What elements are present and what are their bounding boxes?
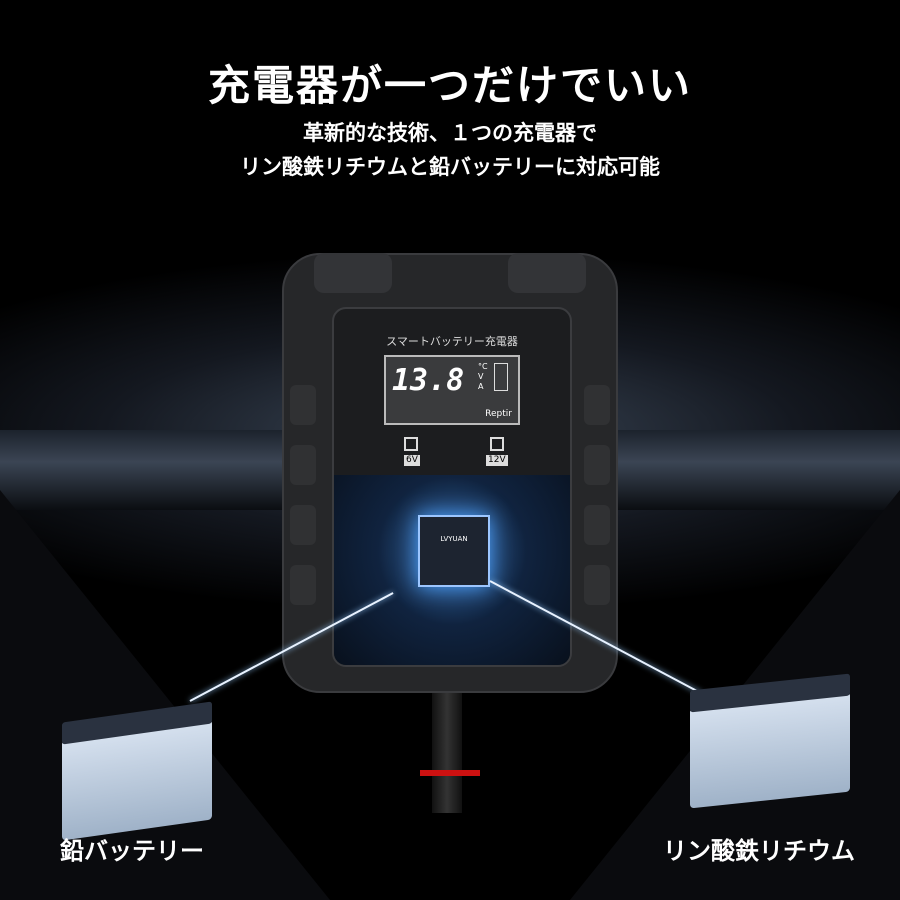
lifepo4-label: リン酸鉄リチウム	[663, 837, 855, 865]
mode-12v-label: 12V	[486, 455, 508, 466]
side-bump	[584, 565, 610, 605]
unit-indicators: °C V A	[478, 362, 488, 392]
headline: 充電器が一つだけでいい	[207, 61, 692, 110]
corner-guard-left	[314, 253, 392, 293]
side-bump	[290, 565, 316, 605]
lead-acid-battery-image	[62, 701, 212, 841]
circuit-illustration: LVYUAN	[334, 475, 570, 665]
side-bump	[290, 505, 316, 545]
subtitle-line-2: リン酸鉄リチウムと鉛バッテリーに対応可能	[240, 155, 660, 179]
chip: LVYUAN	[418, 515, 490, 587]
side-bump	[584, 385, 610, 425]
subtitle-line-1: 革新的な技術、１つの充電器で	[303, 121, 597, 145]
cable-red-band	[420, 770, 480, 776]
side-bump	[584, 505, 610, 545]
control-panel: スマートバッテリー充電器 13.8 °C V A Reptir 6V 12V L…	[332, 307, 572, 667]
panel-label: スマートバッテリー充電器	[386, 335, 518, 348]
unit-amp: A	[478, 382, 484, 391]
lead-acid-label: 鉛バッテリー	[60, 837, 204, 865]
unit-celsius: °C	[478, 362, 488, 371]
lcd-display: 13.8 °C V A Reptir	[384, 355, 520, 425]
unit-volt: V	[478, 372, 484, 381]
side-bump	[290, 385, 316, 425]
mode-12v-button[interactable]	[490, 437, 504, 451]
corner-guard-right	[508, 253, 586, 293]
display-value: 13.8	[392, 363, 465, 398]
lifepo4-battery-image	[690, 673, 850, 809]
cable	[432, 693, 462, 813]
side-bump	[290, 445, 316, 485]
side-bump	[584, 445, 610, 485]
brand-logo: Reptir	[485, 409, 512, 419]
battery-charger: スマートバッテリー充電器 13.8 °C V A Reptir 6V 12V L…	[282, 253, 618, 693]
mode-6v-button[interactable]	[404, 437, 418, 451]
floor-shadow-left	[0, 490, 330, 900]
mode-6v-label: 6V	[404, 455, 420, 466]
battery-level-icon	[494, 363, 508, 391]
